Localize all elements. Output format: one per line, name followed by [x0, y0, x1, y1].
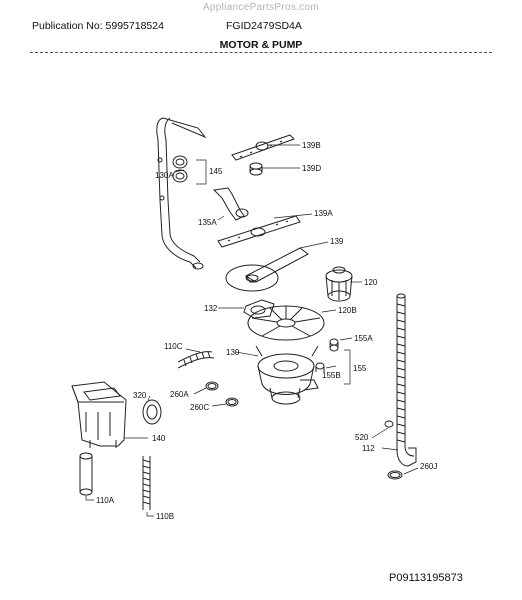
corrugated-hose-part: [142, 456, 151, 510]
callout-139: 139: [330, 237, 344, 246]
callout-260C: 260C: [190, 403, 209, 412]
filter-part: [325, 266, 353, 302]
check-valve-part: [315, 338, 339, 372]
callout-260A: 260A: [170, 390, 189, 399]
watermark: AppliancePartsPros.com: [202, 2, 320, 13]
callout-120B: 120B: [338, 306, 357, 315]
upper-spray-arm-part: [231, 134, 295, 161]
callout-110B: 110B: [156, 512, 174, 521]
callout-520: 520: [355, 433, 369, 442]
diverter-housing-part: [71, 381, 127, 448]
feed-tube-part: [212, 187, 249, 221]
callout-140: 140: [152, 434, 166, 443]
filter-plate-part: [225, 264, 279, 292]
callout-135A: 135A: [198, 218, 217, 227]
seal-ring-part: [142, 399, 162, 425]
callout-139B: 139B: [302, 141, 321, 150]
pump-housing-part: [243, 299, 275, 319]
document-number: P09113195873: [389, 572, 463, 584]
callout-260J: 260J: [420, 462, 437, 471]
callout-320: 320: [133, 391, 147, 400]
callout-112: 112: [362, 444, 375, 453]
callout-120: 120: [364, 278, 378, 287]
publication-number: Publication No: 5995718524: [32, 20, 164, 32]
diagram-title: MOTOR & PUMP: [219, 39, 303, 51]
spray-arm-nut-part: [249, 162, 263, 176]
long-drain-hose-part: [384, 293, 417, 467]
supply-tube-part: [156, 117, 207, 270]
model-number: FGID2479SD4A: [226, 20, 302, 32]
short-hose-part: [79, 452, 93, 496]
callout-155A: 155A: [354, 334, 373, 343]
header-divider: [30, 52, 492, 53]
callout-110A: 110A: [96, 496, 115, 505]
callout-155: 155: [353, 364, 367, 373]
callout-130A: 130A: [155, 171, 174, 180]
sump-assembly-part: [255, 345, 319, 405]
callout-145: 145: [209, 167, 223, 176]
drain-hose-part: [177, 351, 215, 369]
callout-155B: 155B: [322, 371, 341, 380]
hose-clamp-part: [205, 381, 239, 407]
callout-130: 130: [226, 348, 240, 357]
sump-screen-part: [247, 305, 325, 341]
leader-lines: [85, 144, 419, 517]
callout-132: 132: [204, 304, 218, 313]
drain-hose-clamp-part: [387, 470, 403, 480]
callout-139A: 139A: [314, 209, 333, 218]
lower-spray-arm-part: [244, 247, 309, 283]
bearing-ring-part: [172, 155, 188, 183]
callout-110C: 110C: [164, 342, 183, 351]
middle-spray-arm-part: [217, 215, 301, 248]
callout-139D: 139D: [302, 164, 321, 173]
